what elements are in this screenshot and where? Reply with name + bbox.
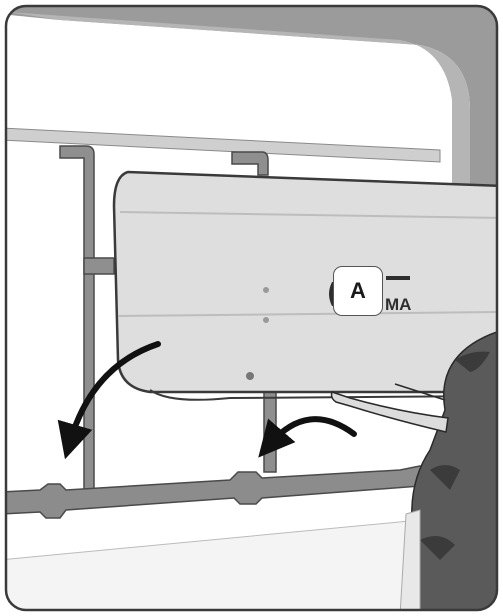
tank-logo-text: MA	[385, 295, 411, 314]
tank-valve	[246, 372, 254, 380]
water-heater-tank	[114, 172, 503, 392]
tank-screw	[263, 317, 269, 323]
callout-label: A	[333, 266, 383, 316]
tank-screw	[263, 287, 269, 293]
